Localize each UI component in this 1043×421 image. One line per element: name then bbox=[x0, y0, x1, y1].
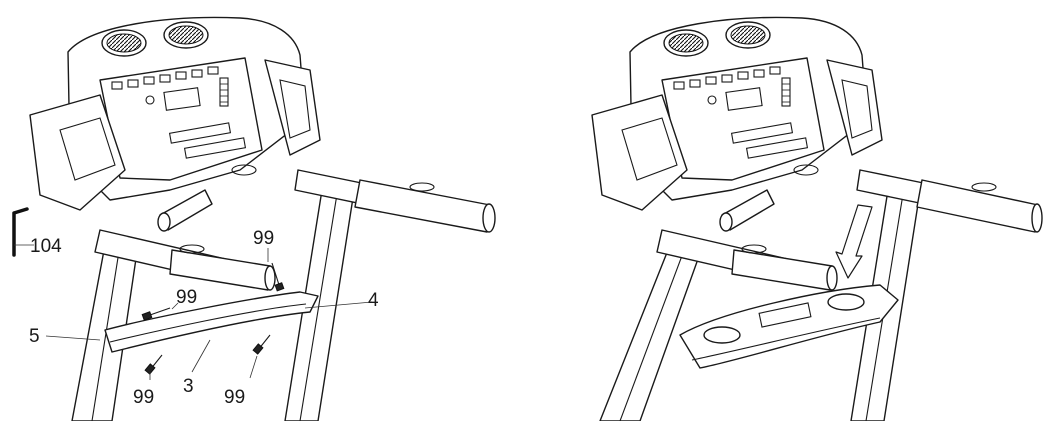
bolt-top bbox=[271, 262, 285, 292]
bolt-upper-left bbox=[141, 307, 171, 321]
label-allen-key: 104 bbox=[30, 236, 62, 257]
console bbox=[29, 16, 321, 211]
grip-bar bbox=[719, 189, 775, 232]
bolt-lower-right bbox=[252, 334, 271, 355]
label-bracket-cover: 3 bbox=[183, 376, 194, 397]
label-bolt-lower-right: 99 bbox=[224, 387, 245, 408]
speaker-right-icon bbox=[168, 25, 204, 45]
label-bolt-upper-left: 99 bbox=[176, 287, 197, 308]
arrow-down-icon bbox=[835, 204, 873, 279]
label-frame-connector: 4 bbox=[368, 290, 379, 311]
handlebar-right bbox=[856, 169, 1043, 233]
bolt-lower-left bbox=[144, 354, 163, 375]
label-bolt-lower-left: 99 bbox=[133, 387, 154, 408]
cup-holder-right bbox=[827, 293, 865, 311]
allen-key-icon bbox=[12, 207, 29, 257]
speaker-right-icon bbox=[730, 25, 766, 45]
accessory-tray bbox=[679, 284, 899, 369]
speaker-left-icon bbox=[668, 33, 704, 53]
grip-bar bbox=[157, 189, 213, 232]
speaker-left-icon bbox=[106, 33, 142, 53]
right-panel bbox=[591, 16, 1043, 421]
handlebar-left bbox=[656, 229, 838, 291]
handlebar-right bbox=[294, 169, 496, 233]
label-upright: 5 bbox=[29, 326, 40, 347]
label-bolt-top: 99 bbox=[253, 228, 274, 249]
left-panel: 104 5 3 4 99 99 99 99 bbox=[12, 16, 496, 421]
bracket-cover bbox=[104, 291, 319, 353]
cup-holder-left bbox=[703, 326, 741, 344]
console bbox=[591, 16, 883, 211]
handlebar-left bbox=[94, 229, 276, 291]
